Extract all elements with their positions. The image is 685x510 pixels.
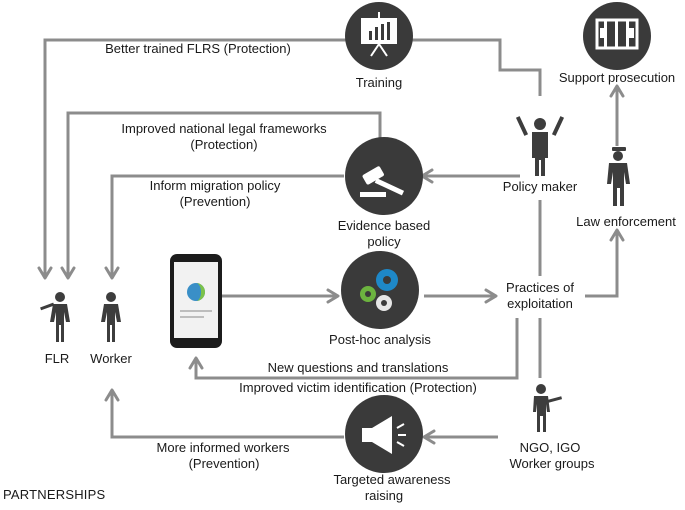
ngo-person-icon (533, 384, 563, 432)
worker-person-icon (101, 292, 121, 342)
arrowhead-worker-b (104, 388, 120, 402)
arrowhead-flr-a (37, 266, 53, 280)
prosecution-node (583, 2, 651, 70)
evidence-circle (345, 137, 423, 215)
migration-policy-line2: (Prevention) (180, 194, 251, 209)
arrowhead-worker-a (104, 266, 120, 280)
evidence-label-line1: Evidence based (338, 218, 431, 233)
ngo-label-line1: NGO, IGO (520, 440, 581, 455)
posthoc-label: Post-hoc analysis (329, 332, 431, 347)
ngo-label-line2: Worker groups (509, 456, 595, 471)
informed-workers-line2: (Prevention) (189, 456, 260, 471)
flr-label: FLR (45, 351, 70, 366)
partnerships-footer: PARTNERSHIPS (3, 487, 106, 502)
practices-label-line1: Practices of (506, 280, 574, 295)
presentation-board-icon (361, 12, 397, 57)
megaphone-icon (362, 416, 406, 454)
worker-label: Worker (90, 351, 132, 366)
new-questions-label: New questions and translations (268, 360, 449, 375)
posthoc-circle (341, 251, 419, 329)
prison-bars-icon (595, 18, 639, 50)
legal-frameworks-line1: Improved national legal frameworks (121, 121, 327, 136)
arrow-awareness-to-worker (110, 392, 344, 439)
arrow-training-to-flr (43, 38, 346, 276)
arrowhead-posthoc (326, 288, 340, 304)
arrowhead-flr-b (60, 266, 76, 280)
migration-policy-line1: Inform migration policy (150, 178, 281, 193)
awareness-label-line2: raising (365, 488, 403, 503)
arrow-evidence-to-worker (110, 174, 344, 276)
arrow-legal-to-flr (66, 111, 382, 276)
awareness-node (345, 395, 423, 473)
policy-maker-icon (515, 116, 565, 176)
arrow-prosecution-to-training (412, 38, 542, 96)
flow-arrows (37, 38, 625, 445)
gavel-icon (360, 166, 405, 197)
training-node (345, 2, 413, 70)
gears-icon (360, 269, 398, 311)
arrowhead-awareness (422, 429, 436, 445)
practices-label-line2: exploitation (507, 296, 573, 311)
evidence-node (345, 137, 423, 215)
arrowhead-law (609, 228, 625, 242)
arrowhead-phone (188, 356, 204, 370)
informed-workers-line1: More informed workers (157, 440, 290, 455)
evidence-label-line2: policy (367, 234, 401, 249)
arrow-practices-to-law (585, 232, 619, 298)
support-prosecution-label: Support prosecution (559, 70, 675, 85)
awareness-label-line1: Targeted awareness (333, 472, 451, 487)
law-enforcement-label: Law enforcement (576, 214, 676, 229)
arrowhead-prosecution (609, 84, 625, 98)
posthoc-node (341, 251, 419, 329)
smartphone-icon (170, 254, 222, 348)
arrow-practices-to-phone (194, 318, 519, 380)
legal-frameworks-line2: (Protection) (190, 137, 257, 152)
law-enforcement-icon (607, 147, 630, 206)
arrowhead-practices (484, 288, 498, 304)
training-label: Training (356, 75, 402, 90)
victim-identification-label: Improved victim identification (Protecti… (239, 380, 477, 395)
better-trained-label: Better trained FLRS (Protection) (105, 41, 291, 56)
policy-maker-label: Policy maker (503, 179, 578, 194)
flr-person-icon (40, 292, 70, 342)
